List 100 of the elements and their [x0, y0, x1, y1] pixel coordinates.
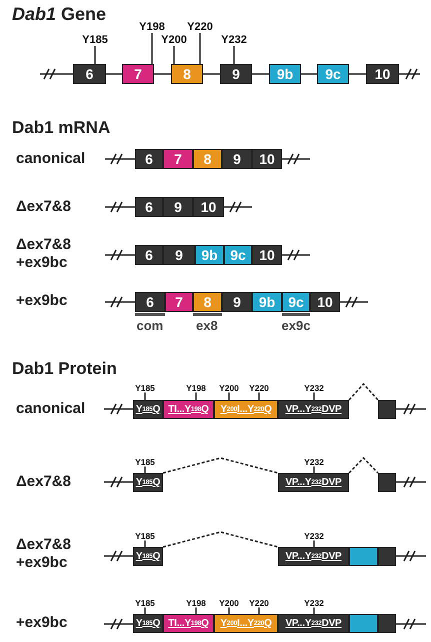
leader-line: [233, 46, 235, 64]
exon-box: 10: [252, 245, 282, 265]
leader-line: [173, 46, 175, 64]
exon-box: 7: [122, 64, 154, 84]
exon-box: 6: [135, 197, 163, 217]
tyrosine-site-label: Y220: [184, 21, 216, 33]
intron-line: [203, 73, 220, 75]
splice-line: [348, 382, 379, 400]
tyrosine-site-label: Y198: [183, 384, 209, 392]
domain-box: [378, 614, 396, 633]
leader-line: [313, 466, 315, 473]
leader-line: [258, 392, 260, 400]
tyrosine-site-label: Y200: [216, 598, 242, 608]
section-heading: Dab1 mRNA: [12, 118, 110, 138]
tyrosine-site-label: Y232: [301, 532, 327, 540]
tyrosine-site-label: Y198: [183, 598, 209, 608]
exon-box: 9: [163, 245, 195, 265]
exon-box: 9c: [224, 245, 252, 265]
tyrosine-site-label: Y232: [301, 598, 327, 608]
exon-box: 6: [135, 149, 163, 169]
tyrosine-site-label: Y220: [246, 598, 272, 608]
row-label: canonical: [16, 150, 86, 168]
tyrosine-site-label: Y220: [246, 384, 272, 392]
domain-box: [378, 547, 396, 566]
protein-segment: VP...Y$^{232}$DVP: [278, 400, 349, 419]
intron-line: [106, 73, 122, 75]
section-heading: Dab1 Gene: [12, 4, 106, 26]
exon-box: 10: [310, 292, 340, 312]
leader-line: [195, 608, 197, 614]
leader-line: [151, 33, 153, 64]
intron-line: [154, 73, 171, 75]
leader-line: [258, 608, 260, 614]
row-label: Δex7&8 +ex9bc: [16, 236, 72, 272]
leader-line: [144, 540, 146, 547]
exon-box: 9b: [195, 245, 224, 265]
tyrosine-site-label: Y200: [216, 384, 242, 392]
tyrosine-site-label: Y185: [132, 532, 158, 540]
tyrosine-site-label: Y198: [136, 21, 168, 33]
exon-box: 6: [135, 292, 165, 312]
exon-box: 10: [366, 64, 399, 84]
exon-box: 10: [252, 149, 282, 169]
exon-box: 9c: [317, 64, 349, 84]
tyrosine-site-label: Y232: [301, 458, 327, 466]
exon-box: 9: [220, 64, 252, 84]
splice-line: [348, 456, 379, 474]
row-label: +ex9bc: [16, 292, 68, 310]
protein-segment: TI...Y$^{198}$Q: [163, 614, 214, 633]
exon-box: 9b: [252, 292, 282, 312]
leader-line: [94, 46, 96, 64]
tyrosine-site-label: Y185: [79, 34, 111, 46]
tyrosine-site-label: Y232: [218, 34, 250, 46]
domain-box: [378, 400, 396, 419]
tyrosine-site-label: Y200: [158, 34, 190, 46]
domain-box: [378, 473, 396, 492]
exon-box: 7: [165, 292, 193, 312]
exon-box: 9b: [269, 64, 301, 84]
leader-line: [228, 392, 230, 400]
exon-box: 6: [73, 64, 106, 84]
tyrosine-site-label: Y232: [301, 384, 327, 392]
domain-box: [349, 614, 378, 633]
leader-line: [228, 608, 230, 614]
domain-box: [349, 547, 378, 566]
intron-line: [252, 73, 269, 75]
primer-label: com: [136, 318, 164, 334]
splice-line: [162, 531, 278, 548]
leader-line: [313, 540, 315, 547]
protein-segment: VP...Y$^{232}$DVP: [278, 614, 349, 633]
exon-box: 6: [135, 245, 163, 265]
exon-box: 8: [193, 149, 222, 169]
exon-box: 9: [222, 149, 252, 169]
splice-line: [162, 457, 278, 474]
exon-box: 8: [193, 292, 222, 312]
primer-label: ex8: [196, 318, 218, 334]
row-label: canonical: [16, 400, 86, 418]
intron-line: [301, 73, 317, 75]
leader-line: [144, 392, 146, 400]
protein-segment: Y$^{185}$Q: [133, 614, 163, 633]
protein-segment: Y$^{185}$Q: [133, 473, 163, 492]
leader-line: [313, 392, 315, 400]
tyrosine-site-label: Y185: [132, 384, 158, 392]
leader-line: [199, 33, 201, 64]
protein-segment: Y$^{200}$I...Y$^{220}$Q: [214, 614, 278, 633]
primer-label: ex9c: [282, 318, 310, 334]
protein-segment: Y$^{200}$I...Y$^{220}$Q: [214, 400, 278, 419]
exon-box: 9c: [282, 292, 310, 312]
leader-line: [144, 608, 146, 614]
protein-segment: TI...Y$^{198}$Q: [163, 400, 214, 419]
protein-segment: VP...Y$^{232}$DVP: [278, 473, 349, 492]
exon-box: 8: [171, 64, 203, 84]
leader-line: [144, 466, 146, 473]
row-label: Δex7&8: [16, 198, 71, 216]
row-label: +ex9bc: [16, 614, 68, 632]
protein-segment: Y$^{185}$Q: [133, 400, 163, 419]
tyrosine-site-label: Y185: [132, 598, 158, 608]
row-label: Δex7&8 +ex9bc: [16, 536, 72, 572]
protein-segment: VP...Y$^{232}$DVP: [278, 547, 349, 566]
row-label: Δex7&8: [16, 473, 71, 491]
leader-line: [313, 608, 315, 614]
section-heading: Dab1 Protein: [12, 359, 117, 380]
exon-box: 9: [163, 197, 193, 217]
